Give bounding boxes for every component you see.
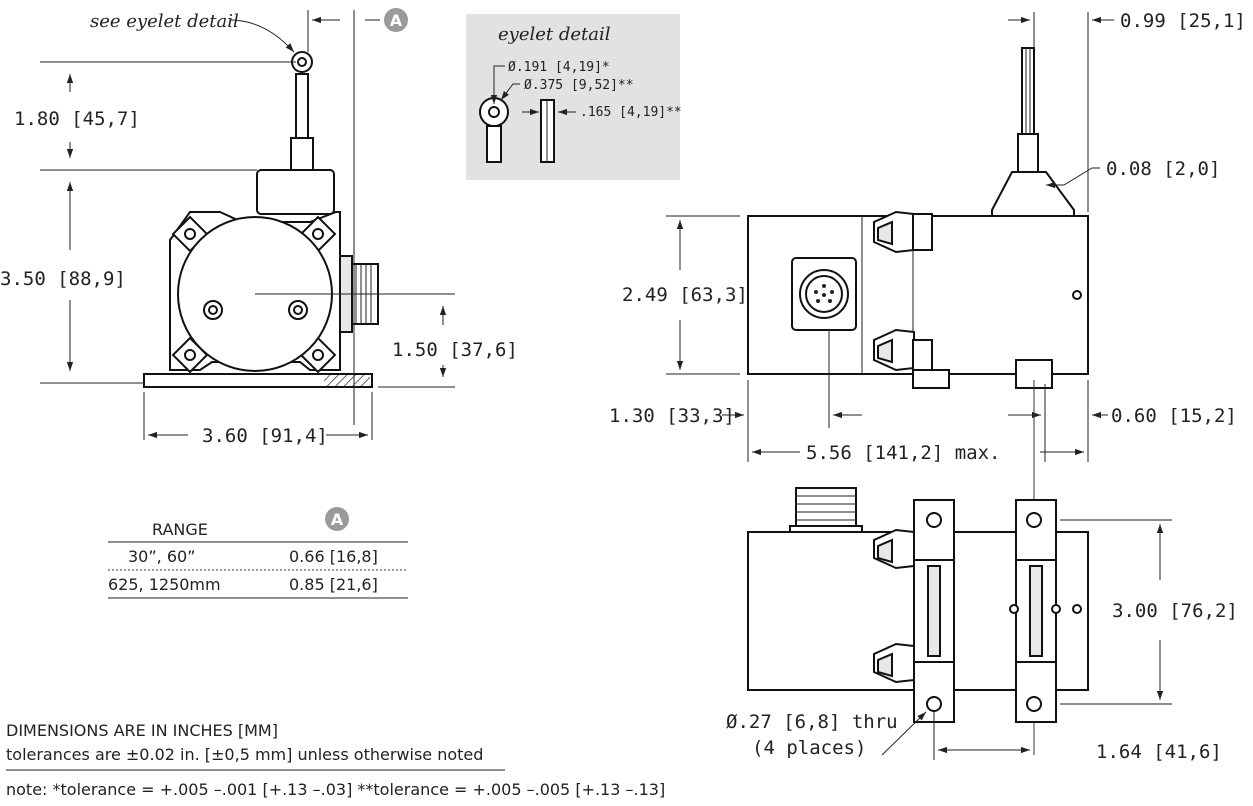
special-tolerance-note: note: *tolerance = +.005 –.001 [+.13 –.0… — [6, 780, 665, 799]
mounting-hole — [1026, 696, 1042, 712]
notes: DIMENSIONS ARE IN INCHES [MM] tolerances… — [6, 721, 665, 799]
base-section-hatch — [324, 375, 370, 386]
dim-cable-offset: 0.99 [25,1] — [1120, 10, 1246, 32]
eyelet-detail-panel: eyelet detail Ø.191 [4,19]* Ø.375 [9,52]… — [466, 14, 682, 180]
eyelet-detail-shank — [486, 125, 502, 163]
svg-text:A: A — [331, 510, 344, 529]
units-note: DIMENSIONS ARE IN INCHES [MM] — [6, 721, 278, 740]
cable-bundle — [1021, 47, 1035, 137]
mounting-strap — [1015, 499, 1057, 561]
range-row-1-a: 0.66 [16,8] — [289, 547, 378, 566]
eyelet-hole-diameter: Ø.191 [4,19]* — [508, 60, 610, 75]
eyelet-callout: see eyelet detail — [90, 11, 239, 32]
dim-hole-spacing-y: 3.00 [76,2] — [1112, 600, 1238, 622]
range-row-1-range: 30”, 60” — [128, 547, 195, 566]
range-header: RANGE — [152, 520, 208, 539]
range-table: RANGE A 30”, 60” 0.66 [16,8] 625, 1250mm… — [108, 507, 408, 599]
range-row-2-range: 625, 1250mm — [108, 575, 221, 594]
hole-callout-count: (4 places) — [752, 737, 866, 759]
side-view: 0.99 [25,1] 0.08 [2,0] 2.49 [63,3] 1.30 … — [609, 10, 1246, 464]
badge-a: A — [384, 8, 408, 32]
mounting-hole — [1026, 512, 1042, 528]
eyelet-outer-diameter: Ø.375 [9,52]** — [524, 78, 634, 93]
side-clamp — [873, 328, 933, 372]
mounting-strap — [913, 499, 955, 561]
dim-body-height: 3.50 [88,9] — [0, 268, 126, 290]
dim-base-width: 3.60 [91,4] — [202, 425, 328, 447]
eyelet-detail-title: eyelet detail — [498, 24, 611, 45]
dim-connector-height: 1.50 [37,6] — [392, 339, 518, 361]
dim-connector-offset: 1.30 [33,3] — [609, 405, 735, 427]
cable-housing — [256, 169, 335, 215]
badge-a: A — [325, 507, 349, 531]
cable-rod — [295, 73, 309, 141]
bottom-view: 3.00 [76,2] 1.64 [41,6] Ø.27 [6,8] thru … — [726, 487, 1238, 763]
dim-cable-clearance: 0.08 [2,0] — [1106, 158, 1220, 180]
eyelet-thickness: .165 [4,19]** — [580, 105, 682, 120]
mounting-hole — [926, 512, 942, 528]
bottom-connector — [795, 487, 857, 529]
dim-hole-spacing-x: 1.64 [41,6] — [1096, 741, 1222, 763]
mounting-strap — [1015, 661, 1057, 723]
cable-exit-boss — [290, 137, 314, 173]
svg-text:A: A — [390, 11, 403, 30]
dim-side-body-height: 2.49 [63,3] — [622, 284, 748, 306]
hole-callout-diameter: Ø.27 [6,8] thru — [726, 711, 898, 733]
eyelet-hole — [297, 57, 307, 67]
cable-sleeve — [1017, 133, 1039, 175]
side-vent-hole — [1072, 290, 1082, 300]
front-view: see eyelet detail A 1.80 [45,7] 3.50 [88… — [0, 8, 518, 447]
side-foot — [912, 369, 950, 389]
tolerance-note: tolerances are ±0.02 in. [±0,5 mm] unles… — [6, 745, 483, 764]
range-row-2-a: 0.85 [21,6] — [289, 575, 378, 594]
side-clamp — [873, 210, 933, 254]
dim-cable-height: 1.80 [45,7] — [14, 108, 140, 130]
dim-rear-offset: 0.60 [15,2] — [1111, 405, 1237, 427]
mounting-hole — [926, 696, 942, 712]
base-plate — [143, 373, 373, 388]
bottom-clamp — [873, 528, 915, 570]
dim-overall-length: 5.56 [141,2] max. — [806, 442, 1000, 464]
